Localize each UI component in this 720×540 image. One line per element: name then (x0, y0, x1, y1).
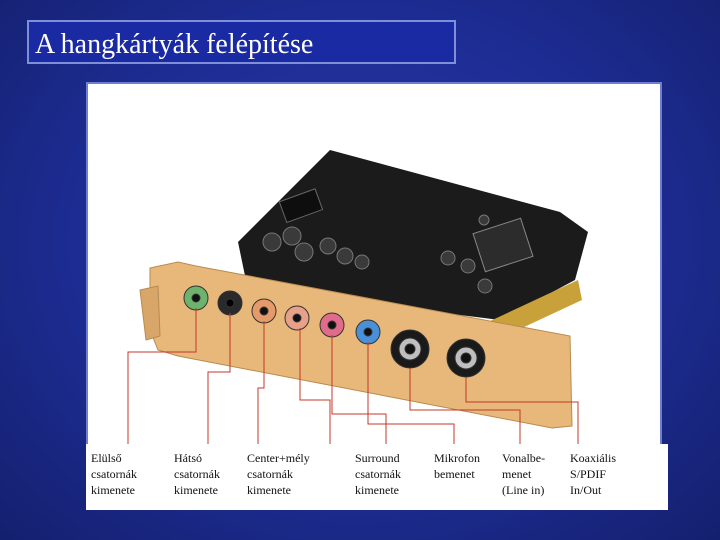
rca-jack-1-hole (404, 343, 416, 355)
caption-strip (86, 444, 668, 510)
jack-pink-hole (327, 320, 337, 330)
jack-green-hole (191, 293, 201, 303)
label-center-sub: Center+mély csatornák kimenete (247, 451, 310, 497)
pcb-board (238, 150, 588, 320)
label-surround-channels: Surround csatornák kimenete (355, 451, 401, 497)
slide-title: A hangkártyák felépítése (35, 29, 314, 60)
jack-peach-hole (292, 313, 302, 323)
label-line-in: Vonalbe- menet (Line in) (502, 451, 546, 497)
capacitors (262, 214, 493, 294)
capacitor (262, 232, 282, 252)
capacitor (477, 278, 493, 294)
leader-line-linein (409, 368, 521, 446)
capacitor (440, 250, 456, 266)
capacitor (354, 254, 370, 270)
jack-black-hole (225, 298, 235, 308)
leader-line-mic (367, 342, 455, 446)
leader-line-spdif (465, 377, 579, 446)
leader-line-surround-2 (331, 335, 387, 446)
capacitor (336, 247, 354, 265)
label-coaxial-spdif: Koaxiális S/PDIF In/Out (570, 451, 616, 497)
leader-line-front (127, 308, 197, 446)
label-rear-channels: Hátsó csatornák kimenete (174, 451, 220, 497)
slide-title-box: A hangkártyák felépítése (27, 20, 456, 64)
leader-line-center (257, 321, 265, 446)
label-microphone-input: Mikrofon bemenet (434, 451, 480, 481)
dsp-chip (472, 217, 534, 273)
capacitor (478, 214, 490, 226)
header-connector (278, 188, 324, 224)
bracket-tab (139, 285, 161, 341)
leader-line-rear (207, 313, 231, 446)
jack-blue-hole (363, 327, 373, 337)
capacitor (460, 258, 476, 274)
audio-jacks (183, 285, 486, 378)
jack-orange-hole (259, 306, 269, 316)
label-front-channels: Elülső csatornák kimenete (91, 451, 137, 497)
capacitor (294, 242, 314, 262)
rca-jack-2-hole (460, 352, 472, 364)
capacitor (319, 237, 337, 255)
capacitor (282, 226, 302, 246)
